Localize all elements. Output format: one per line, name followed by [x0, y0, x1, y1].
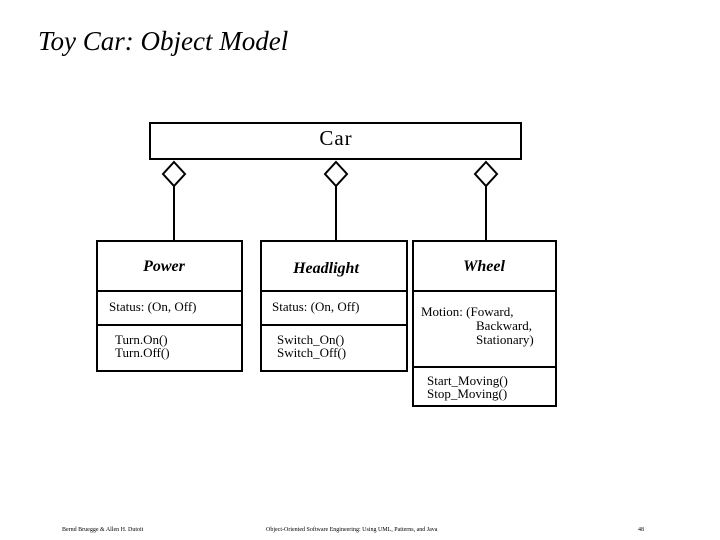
wheel-attribute-motion-backward: Backward, [476, 318, 532, 333]
headlight-class-name: Headlight [293, 260, 359, 277]
headlight-operation-switch-off: Switch_Off() [277, 345, 347, 360]
wheel-operation-stop-moving: Stop_Moving() [427, 386, 508, 401]
power-class-box [96, 240, 243, 372]
wheel-attribute-motion-stationary: Stationary) [476, 332, 534, 347]
power-operation-turn-off: Turn.Off() [115, 345, 170, 360]
headlight-attribute-status: Status: (On, Off) [272, 299, 360, 314]
wheel-class-name: Wheel [463, 258, 505, 275]
power-class-name: Power [143, 258, 185, 275]
wheel-class-box [412, 240, 557, 407]
power-operation-turn-on: Turn.On() [115, 332, 168, 347]
aggregation-diamond-wheel [473, 160, 499, 188]
headlight-operation-switch-on: Switch_On() [277, 332, 345, 347]
footer-authors: Bernd Bruegge & Allen H. Dutoit [62, 527, 144, 533]
wheel-attribute-motion: Motion: (Foward, [421, 304, 514, 319]
wheel-operation-start-moving: Start_Moving() [427, 373, 508, 388]
aggregation-diamond-power [161, 160, 187, 188]
footer-page-number: 48 [638, 527, 644, 533]
car-class-box [149, 122, 522, 160]
slide-title: Toy Car: Object Model [38, 26, 289, 56]
aggregation-diamond-headlight [323, 160, 349, 188]
power-attribute-status: Status: (On, Off) [109, 299, 197, 314]
headlight-class-box [260, 240, 408, 372]
car-class-name: Car [319, 126, 353, 150]
footer-book-title: Object-Oriented Software Engineering: Us… [266, 527, 438, 533]
